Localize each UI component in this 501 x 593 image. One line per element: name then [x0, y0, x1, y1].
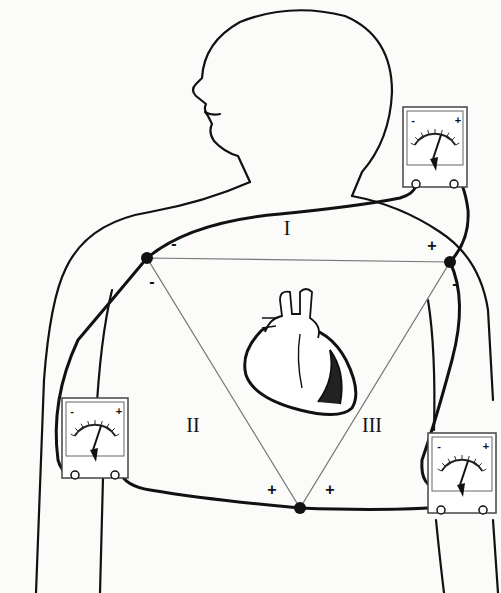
meter-sign: + [115, 406, 123, 417]
lead-wires [56, 185, 488, 509]
polarity-sign: + [324, 482, 335, 498]
lead-number: II [185, 415, 200, 435]
polarity-sign: - [451, 276, 458, 292]
einthoven-triangle [147, 258, 450, 508]
electrodes [141, 252, 456, 514]
meter-sign: - [69, 406, 75, 417]
polarity-sign: - [148, 274, 155, 290]
meter-sign: - [436, 441, 442, 452]
body-outline [36, 10, 498, 593]
meter-sign: + [482, 441, 490, 452]
galvanometer [403, 107, 467, 188]
meter-sign: - [410, 115, 416, 126]
heart-illustration [245, 289, 356, 415]
lead-number: III [361, 415, 383, 435]
polarity-sign: + [426, 238, 437, 254]
meter-sign: + [454, 115, 462, 126]
lead-number: I [283, 218, 292, 238]
polarity-sign: - [170, 236, 177, 252]
galvanometer [62, 398, 128, 479]
galvanometer [428, 433, 496, 514]
polarity-sign: + [266, 482, 277, 498]
galvanometers [62, 107, 496, 514]
